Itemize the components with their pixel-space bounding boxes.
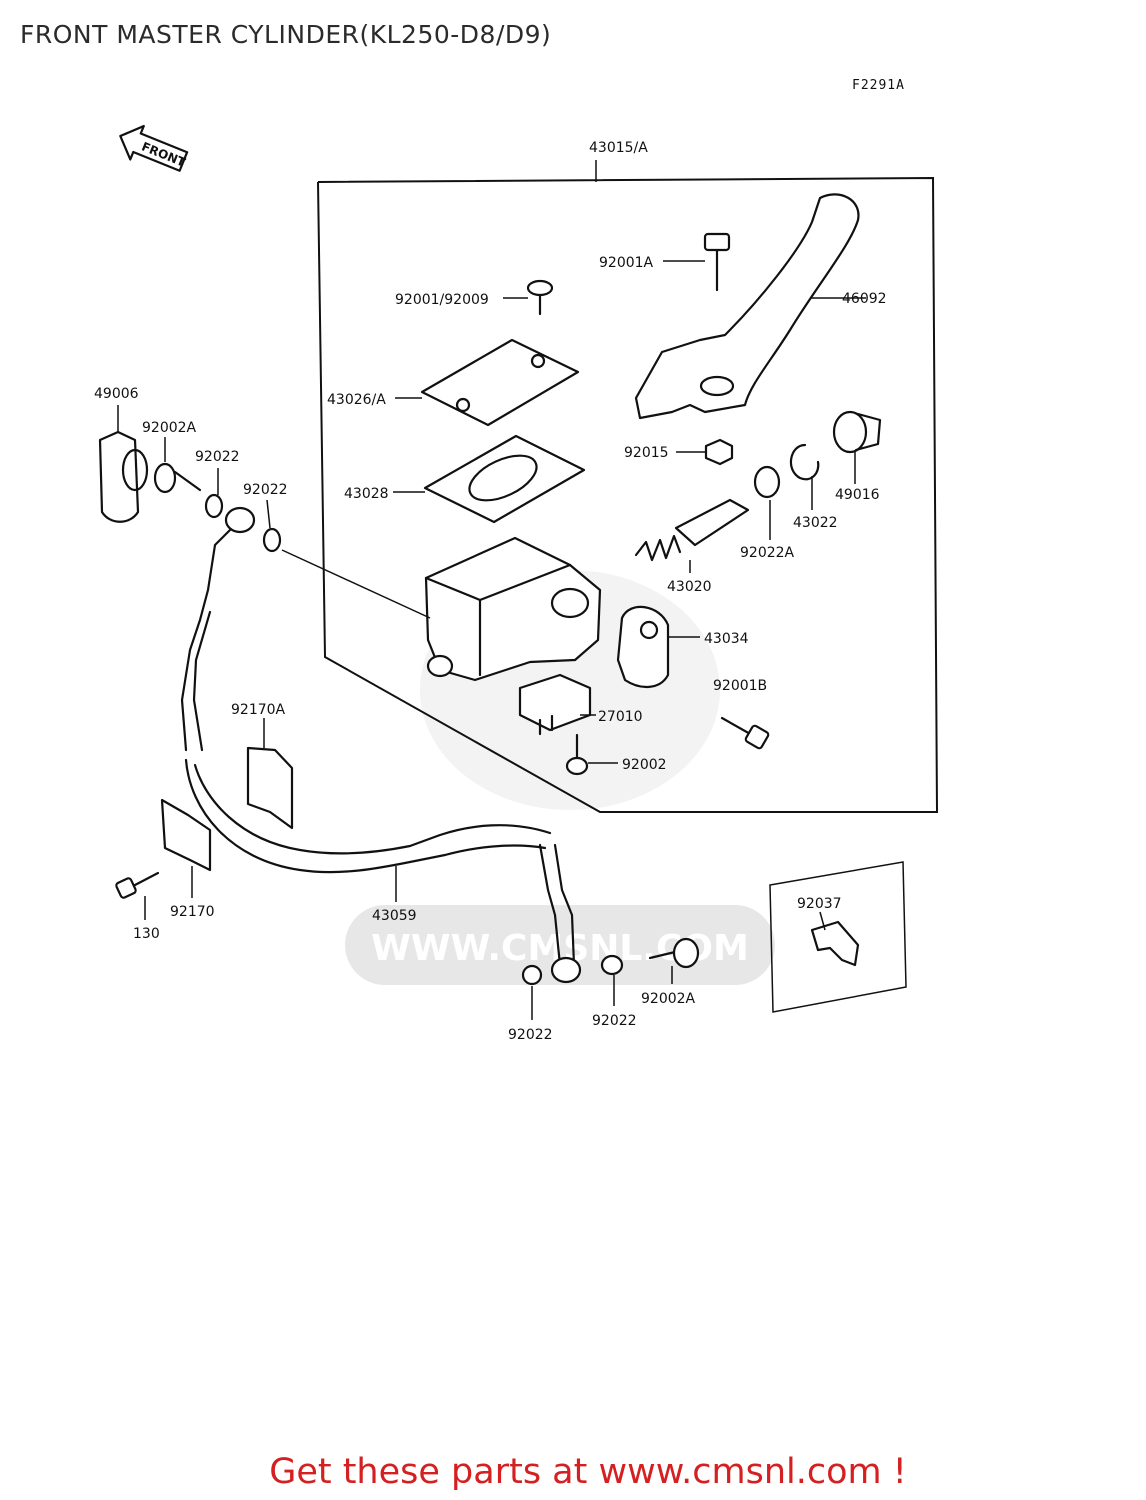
exploded-parts-diagram: CMS WWW.CMSNL.COM F2291A FRONT [94,78,939,1043]
leader-lines [117,260,866,1020]
clamp-bolt-drawing [720,716,770,750]
label-92022-a: 92022 [195,449,240,465]
banjo-bolt-top-drawing [153,462,202,494]
label-43022: 43022 [793,515,838,531]
label-92015: 92015 [624,445,669,461]
figure-code: F2291A [852,78,905,93]
label-43034: 43034 [704,631,749,647]
reservoir-cap-drawing [420,338,580,427]
label-130: 130 [133,926,160,942]
cap-screw-drawing [526,279,554,316]
watermark-brand: CMS [462,806,658,899]
label-46092: 46092 [842,291,887,307]
piston-assembly-drawing [634,498,750,562]
label-49006: 49006 [94,386,139,402]
label-92002a-top: 92002A [142,420,197,436]
assembly-frame [317,160,939,813]
label-92037: 92037 [797,896,842,912]
copper-washer-a-drawing [204,493,224,519]
label-92170: 92170 [170,904,215,920]
banjo-bolt-bottom-drawing [648,937,700,969]
washer-drawing [753,465,781,499]
label-43020: 43020 [667,579,712,595]
page-title: FRONT MASTER CYLINDER(KL250-D8/D9) [20,20,552,49]
dust-boot-drawing [832,410,882,454]
label-92001-92009: 92001/92009 [395,292,489,308]
brake-lever-drawing [634,193,860,420]
pivot-bolt-drawing [703,232,731,292]
label-43028: 43028 [344,486,389,502]
hose-bracket-a-drawing [246,746,294,830]
copper-washer-b-drawing [262,527,282,553]
master-cylinder-body-drawing [424,536,602,682]
clamp-holder-drawing [616,605,670,688]
diaphragm-drawing [423,434,586,524]
label-92170a: 92170A [231,702,286,718]
circlip-drawing [789,443,820,481]
label-92001a: 92001A [599,255,654,271]
label-92022-d: 92022 [592,1013,637,1029]
label-92022a: 92022A [740,545,795,561]
part-labels: 43015/A 92001A 46092 92001/92009 43026/A… [94,140,887,1043]
hose-bracket-drawing [160,798,212,872]
label-43059: 43059 [372,908,417,924]
bleeder-cap-drawing [98,430,140,523]
label-27010: 27010 [598,709,643,725]
clamp-inset-frame [769,861,907,1013]
brake-hose-drawing [180,506,582,984]
nut-drawing [704,438,734,466]
bracket-bolt-drawing [115,871,160,899]
label-92001b: 92001B [713,678,767,694]
label-92022-b: 92022 [243,482,288,498]
label-43026a: 43026/A [327,392,386,408]
label-92002: 92002 [622,757,667,773]
switch-screw-drawing [565,733,589,776]
label-92002a-bottom: 92002A [641,991,696,1007]
get-parts-link[interactable]: Get these parts at www.cmsnl.com ! [269,1452,907,1492]
front-arrow-icon: FRONT [119,124,189,172]
label-43015a: 43015/A [589,140,648,156]
label-49016: 49016 [835,487,880,503]
copper-washer-c-drawing [521,964,543,986]
copper-washer-d-drawing [600,954,624,976]
hose-clamp-drawing [810,920,860,967]
label-92022-c: 92022 [508,1027,553,1043]
